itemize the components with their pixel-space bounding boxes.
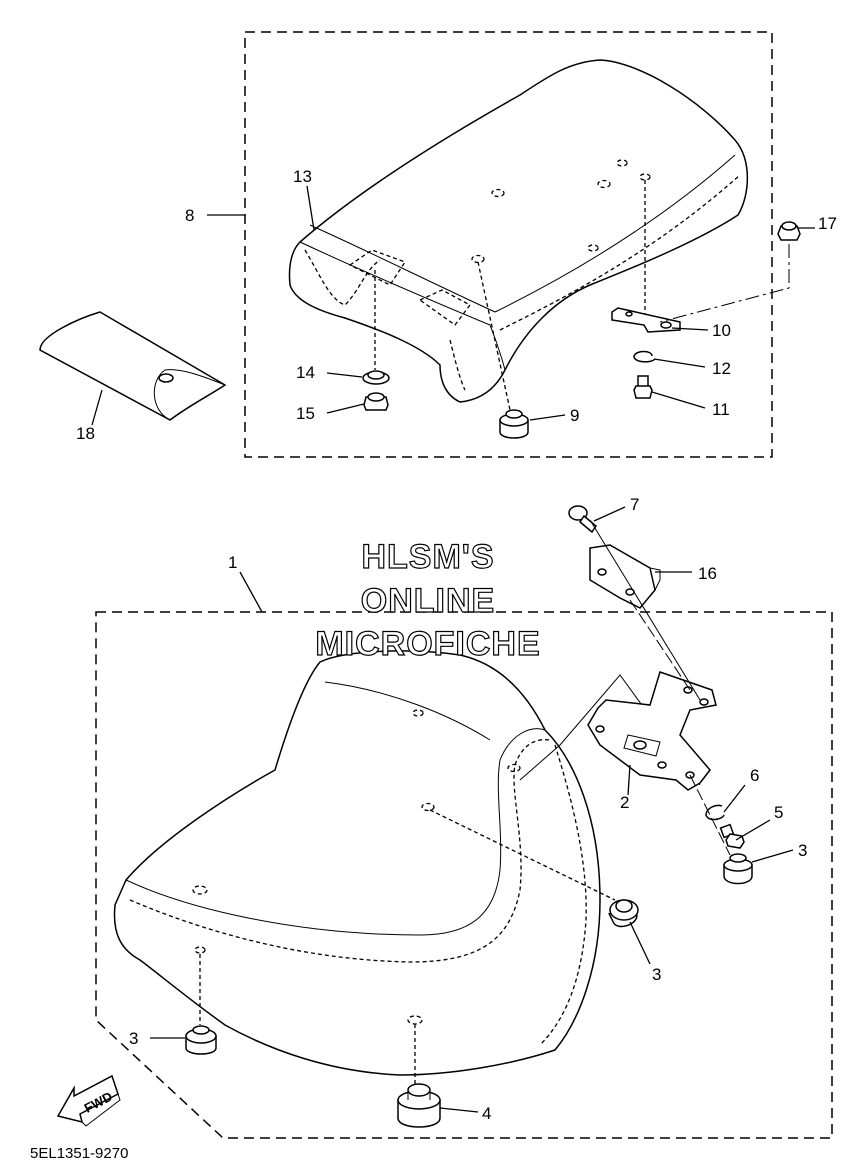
bolt-5[interactable] bbox=[719, 823, 745, 849]
callout-5: 5 bbox=[774, 803, 783, 822]
nut-17[interactable] bbox=[777, 221, 801, 241]
callout-11: 11 bbox=[712, 400, 730, 419]
rider-seat-group-frame bbox=[95, 611, 833, 1139]
callout-12: 12 bbox=[712, 359, 731, 378]
callout-3-right: 3 bbox=[798, 841, 807, 860]
damper-3-right[interactable] bbox=[723, 853, 753, 885]
bolt-11[interactable] bbox=[633, 375, 653, 399]
bolt-7[interactable] bbox=[568, 505, 597, 534]
washer-14[interactable] bbox=[362, 370, 390, 385]
callout-17: 17 bbox=[818, 214, 837, 233]
damper-3-left[interactable] bbox=[185, 1025, 217, 1055]
damper-3-middle[interactable] bbox=[608, 899, 640, 929]
nut-15[interactable] bbox=[363, 392, 389, 411]
bracket-10[interactable] bbox=[611, 307, 681, 333]
callout-15: 15 bbox=[296, 404, 315, 423]
passenger-seat-group-frame bbox=[244, 31, 773, 458]
damper-9[interactable] bbox=[499, 409, 529, 439]
bracket-2[interactable] bbox=[587, 671, 717, 791]
callout-6: 6 bbox=[750, 766, 759, 785]
callout-3-middle: 3 bbox=[652, 965, 661, 984]
fwd-arrow-icon: FWD bbox=[56, 1074, 121, 1127]
diagram-code: 5EL1351-9270 bbox=[30, 1145, 128, 1162]
lock-washer-12[interactable] bbox=[633, 350, 656, 363]
callout-14: 14 bbox=[296, 363, 315, 382]
callout-2: 2 bbox=[620, 793, 629, 812]
callout-13: 13 bbox=[293, 167, 312, 186]
callout-3-left: 3 bbox=[129, 1029, 138, 1048]
watermark-line-2: ONLINE bbox=[361, 582, 495, 620]
bracket-16[interactable] bbox=[589, 544, 661, 609]
damper-4[interactable] bbox=[397, 1083, 441, 1128]
watermark-line-3: MICROFICHE bbox=[315, 625, 540, 663]
callout-18: 18 bbox=[76, 424, 95, 443]
callout-7: 7 bbox=[630, 495, 639, 514]
callout-10: 10 bbox=[712, 321, 731, 340]
rider-seat[interactable] bbox=[113, 650, 601, 1076]
callout-4: 4 bbox=[482, 1104, 491, 1123]
seat-cover-18[interactable] bbox=[39, 311, 227, 421]
callout-16: 16 bbox=[698, 564, 717, 583]
watermark-line-1: HLSM'S bbox=[361, 538, 494, 576]
callout-9: 9 bbox=[570, 406, 579, 425]
callout-1: 1 bbox=[228, 553, 237, 572]
passenger-seat[interactable] bbox=[288, 59, 749, 403]
callout-8: 8 bbox=[185, 206, 194, 225]
lock-washer-6[interactable] bbox=[705, 804, 725, 821]
